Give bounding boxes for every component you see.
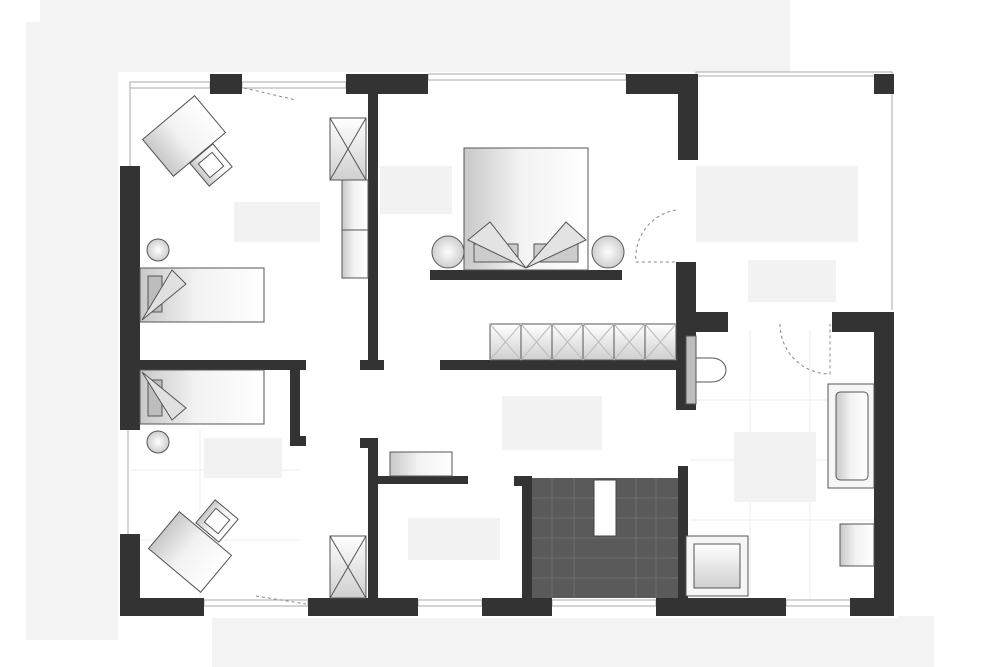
wall-segment bbox=[482, 598, 552, 616]
chair-seat bbox=[197, 151, 225, 179]
bathtub-inner bbox=[835, 391, 869, 481]
room-label-placeholder bbox=[502, 396, 602, 450]
wall-segment bbox=[656, 598, 786, 616]
wall-segment bbox=[210, 74, 242, 94]
wall-segment bbox=[300, 436, 306, 446]
wall-segment bbox=[378, 476, 468, 484]
room-label-placeholder bbox=[408, 518, 500, 560]
room-label-placeholder bbox=[204, 438, 282, 478]
nightstand-lamp bbox=[146, 238, 170, 262]
wall-segment bbox=[120, 166, 140, 430]
storage-cabinet bbox=[389, 451, 453, 477]
wall-segment bbox=[290, 370, 300, 446]
wall-segment bbox=[696, 312, 728, 332]
nightstand-lamp bbox=[146, 430, 170, 454]
wall-segment bbox=[140, 360, 306, 370]
plan-surround bbox=[26, 0, 934, 667]
toilet-tank bbox=[685, 335, 697, 405]
wall-segment bbox=[440, 360, 680, 370]
bedroom-left-bottom bbox=[139, 369, 367, 599]
nightstand-lamp bbox=[591, 235, 625, 269]
wall-segment bbox=[368, 438, 378, 598]
door-swing-bath bbox=[779, 323, 831, 375]
desk bbox=[147, 511, 233, 593]
room-label-placeholder bbox=[696, 166, 858, 242]
wardrobe-row bbox=[389, 323, 677, 560]
wall-segment bbox=[308, 598, 418, 616]
room-label-placeholder bbox=[734, 432, 816, 502]
wall-segment bbox=[874, 74, 894, 94]
wall-segment bbox=[430, 270, 622, 280]
wall-segment bbox=[368, 94, 378, 368]
door-swing-left-bottom bbox=[255, 595, 307, 605]
wall-segment bbox=[678, 466, 688, 598]
door-swing-left-top bbox=[243, 87, 297, 101]
shower-tray-inner bbox=[693, 543, 741, 589]
storage bbox=[696, 166, 858, 302]
blanket-fold bbox=[141, 269, 187, 321]
bedroom-left-top bbox=[139, 95, 369, 323]
wall-segment bbox=[832, 312, 894, 332]
room-label-placeholder bbox=[380, 166, 452, 214]
door-swing-master bbox=[635, 209, 677, 263]
desk bbox=[141, 95, 227, 177]
wall-segment bbox=[360, 360, 384, 370]
staircase bbox=[532, 478, 678, 598]
blanket-fold bbox=[525, 221, 587, 269]
bathroom bbox=[685, 335, 875, 597]
wall-segment bbox=[874, 332, 894, 616]
blanket-fold bbox=[467, 221, 527, 269]
chair-seat bbox=[203, 507, 231, 535]
wall-segment bbox=[120, 534, 140, 616]
wall-segment bbox=[140, 598, 204, 616]
toilet-bowl bbox=[695, 357, 727, 383]
wall-segment bbox=[522, 476, 532, 598]
wall-segment bbox=[678, 94, 698, 160]
room-label-placeholder bbox=[748, 260, 836, 302]
room-label-placeholder bbox=[234, 202, 320, 242]
door-swings bbox=[243, 87, 831, 605]
wall-segment bbox=[850, 598, 894, 616]
master-bedroom bbox=[380, 147, 625, 271]
blanket-fold bbox=[141, 371, 187, 421]
walls bbox=[120, 74, 894, 616]
nightstand-lamp bbox=[431, 235, 465, 269]
wall-segment bbox=[626, 74, 698, 94]
wall-segment bbox=[346, 74, 428, 94]
sink bbox=[839, 523, 875, 567]
shelf-unit bbox=[341, 229, 369, 279]
shelf-unit bbox=[341, 179, 369, 231]
